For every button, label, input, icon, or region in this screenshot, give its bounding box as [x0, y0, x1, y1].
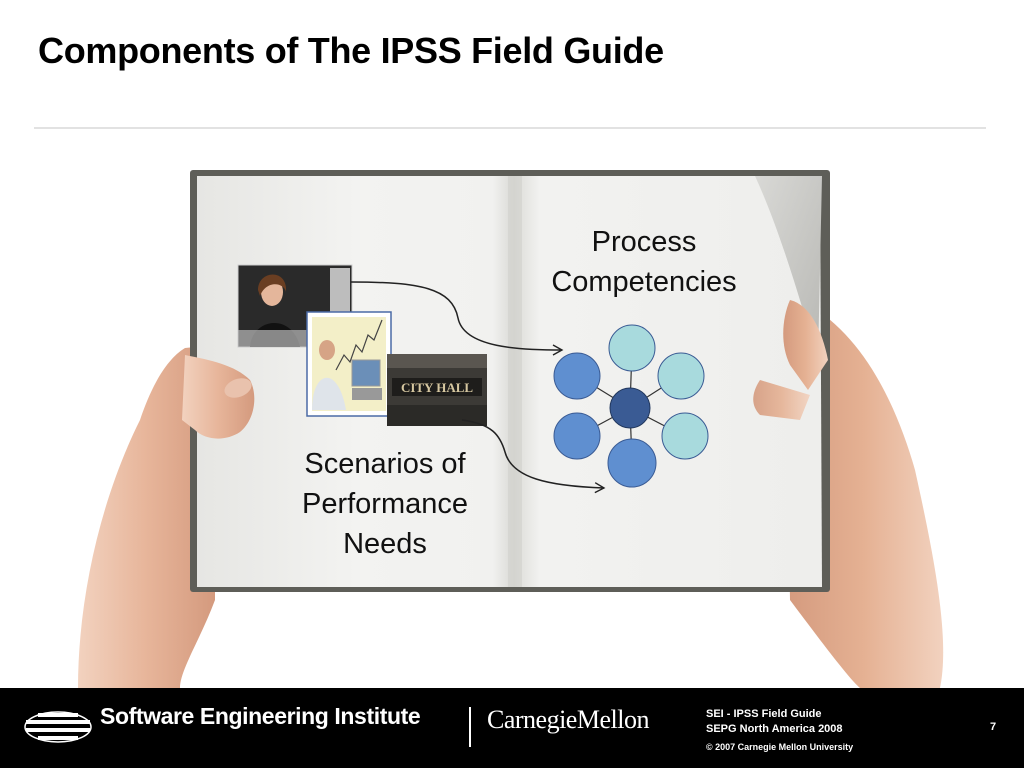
- copyright-text: © 2007 Carnegie Mellon University: [706, 742, 854, 752]
- university-name: CarnegieMellon: [487, 705, 649, 734]
- scenarios-label-line: Performance: [301, 488, 468, 520]
- footer-divider: [469, 707, 471, 747]
- node-lower-left: [553, 412, 601, 460]
- scenarios-label: Scenarios of Performance Needs: [266, 444, 504, 564]
- institute-name: Software Engineering Institute: [100, 703, 421, 729]
- page-number: 7: [990, 721, 997, 733]
- node-upper-right: [657, 352, 705, 400]
- scenarios-label-line: Scenarios of: [304, 448, 466, 480]
- node-center: [609, 387, 651, 429]
- scenarios-label-line: Needs: [343, 528, 427, 560]
- node-bottom: [607, 438, 657, 488]
- photo-man-with-chart: [306, 311, 392, 417]
- node-lower-right: [661, 412, 709, 460]
- footer-bar: Software Engineering Institute CarnegieM…: [0, 688, 1024, 768]
- left-thumb: [182, 355, 255, 439]
- arrow-to-competencies: [350, 281, 564, 356]
- city-hall-sign-text: CITY HALL: [401, 380, 473, 395]
- process-label-line: Competencies: [551, 266, 737, 298]
- footer-line2: SEPG North America 2008: [706, 723, 843, 735]
- node-upper-left: [553, 352, 601, 400]
- competency-network: [553, 324, 709, 488]
- right-thumb: [783, 300, 828, 390]
- sei-logo-icon: [24, 711, 92, 743]
- footer-info: SEI - IPSS Field Guide SEPG North Americ…: [706, 707, 853, 757]
- node-top: [608, 324, 656, 372]
- photo-city-hall: CITY HALL: [387, 354, 487, 426]
- book-illustration: CITY HALL: [78, 170, 944, 688]
- process-label-line: Process: [591, 226, 697, 258]
- process-competencies-label: Process Competencies: [516, 222, 772, 302]
- slide-title: Components of The IPSS Field Guide: [38, 30, 664, 71]
- arrow-to-scenarios: [461, 419, 606, 494]
- left-hand: [78, 345, 215, 688]
- footer-line1: SEI - IPSS Field Guide: [706, 708, 822, 720]
- title-divider: [34, 127, 986, 129]
